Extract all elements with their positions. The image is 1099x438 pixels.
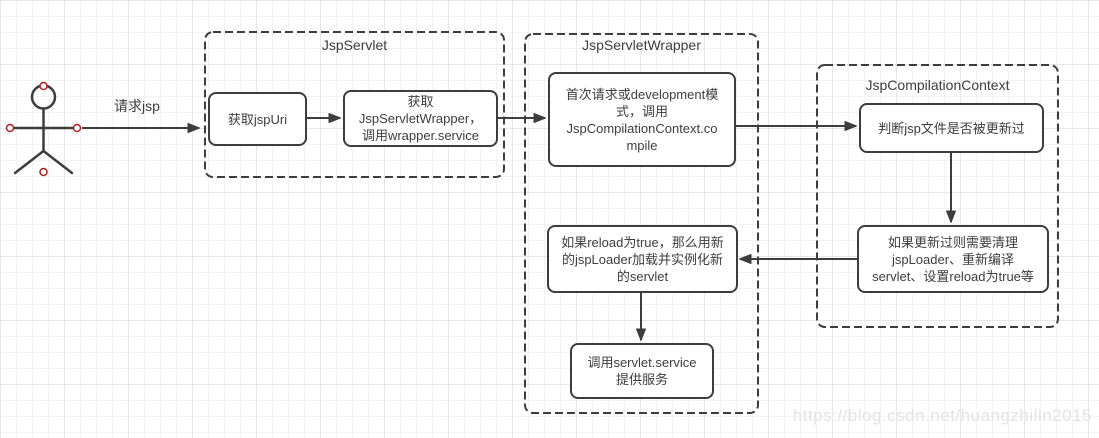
node-get-jsp-uri: 获取jspUri: [208, 92, 307, 146]
connection-point-icon: [39, 167, 48, 177]
node-label: 如果reload为true，那么用新 的jspLoader加载并实例化新 的se…: [561, 234, 724, 284]
connection-point-icon: [39, 81, 48, 91]
node-label: 获取 JspServletWrapper， 调用wrapper.service: [358, 94, 483, 143]
actor-leg-left: [13, 149, 45, 175]
node-first-request-compile: 首次请求或development模 式，调用 JspCompilationCon…: [548, 72, 736, 167]
node-call-servlet-service: 调用servlet.service 提供服务: [570, 343, 714, 399]
container-jspservletwrapper-border: [524, 33, 759, 414]
container-title-jspcompilationcontext: JspCompilationContext: [865, 77, 1010, 93]
node-label: 获取jspUri: [227, 111, 288, 127]
node-label: 首次请求或development模 式，调用 JspCompilationCon…: [565, 86, 719, 153]
container-jspservlet-border: [204, 31, 505, 178]
node-if-updated-cleanup: 如果更新过则需要清理 jspLoader、重新编译 servlet、设置relo…: [857, 225, 1049, 293]
node-reload-new-loader: 如果reload为true，那么用新 的jspLoader加载并实例化新 的se…: [547, 225, 738, 293]
node-label: 如果更新过则需要清理 jspLoader、重新编译 servlet、设置relo…: [872, 234, 1034, 284]
request-jsp-label: 请求jsp: [114, 98, 160, 114]
container-title-jspservlet: JspServlet: [321, 37, 388, 53]
connection-point-icon: [5, 123, 15, 133]
watermark-url: https://blog.csdn.net/huangzhilin2015: [792, 406, 1092, 425]
container-title-jspservletwrapper: JspServletWrapper: [582, 37, 701, 53]
node-label: 调用servlet.service 提供服务: [587, 355, 697, 387]
node-label: 判断jsp文件是否被更新过: [878, 120, 1025, 136]
node-get-wrapper-call-service: 获取 JspServletWrapper， 调用wrapper.service: [343, 90, 498, 147]
actor-leg-right: [42, 149, 74, 175]
node-check-jsp-updated: 判断jsp文件是否被更新过: [859, 103, 1044, 153]
container-jspcompilationcontext-border: [816, 64, 1059, 328]
user-actor: [8, 84, 79, 175]
connection-point-icon: [72, 123, 82, 133]
actor-connection-points: [5, 81, 82, 177]
